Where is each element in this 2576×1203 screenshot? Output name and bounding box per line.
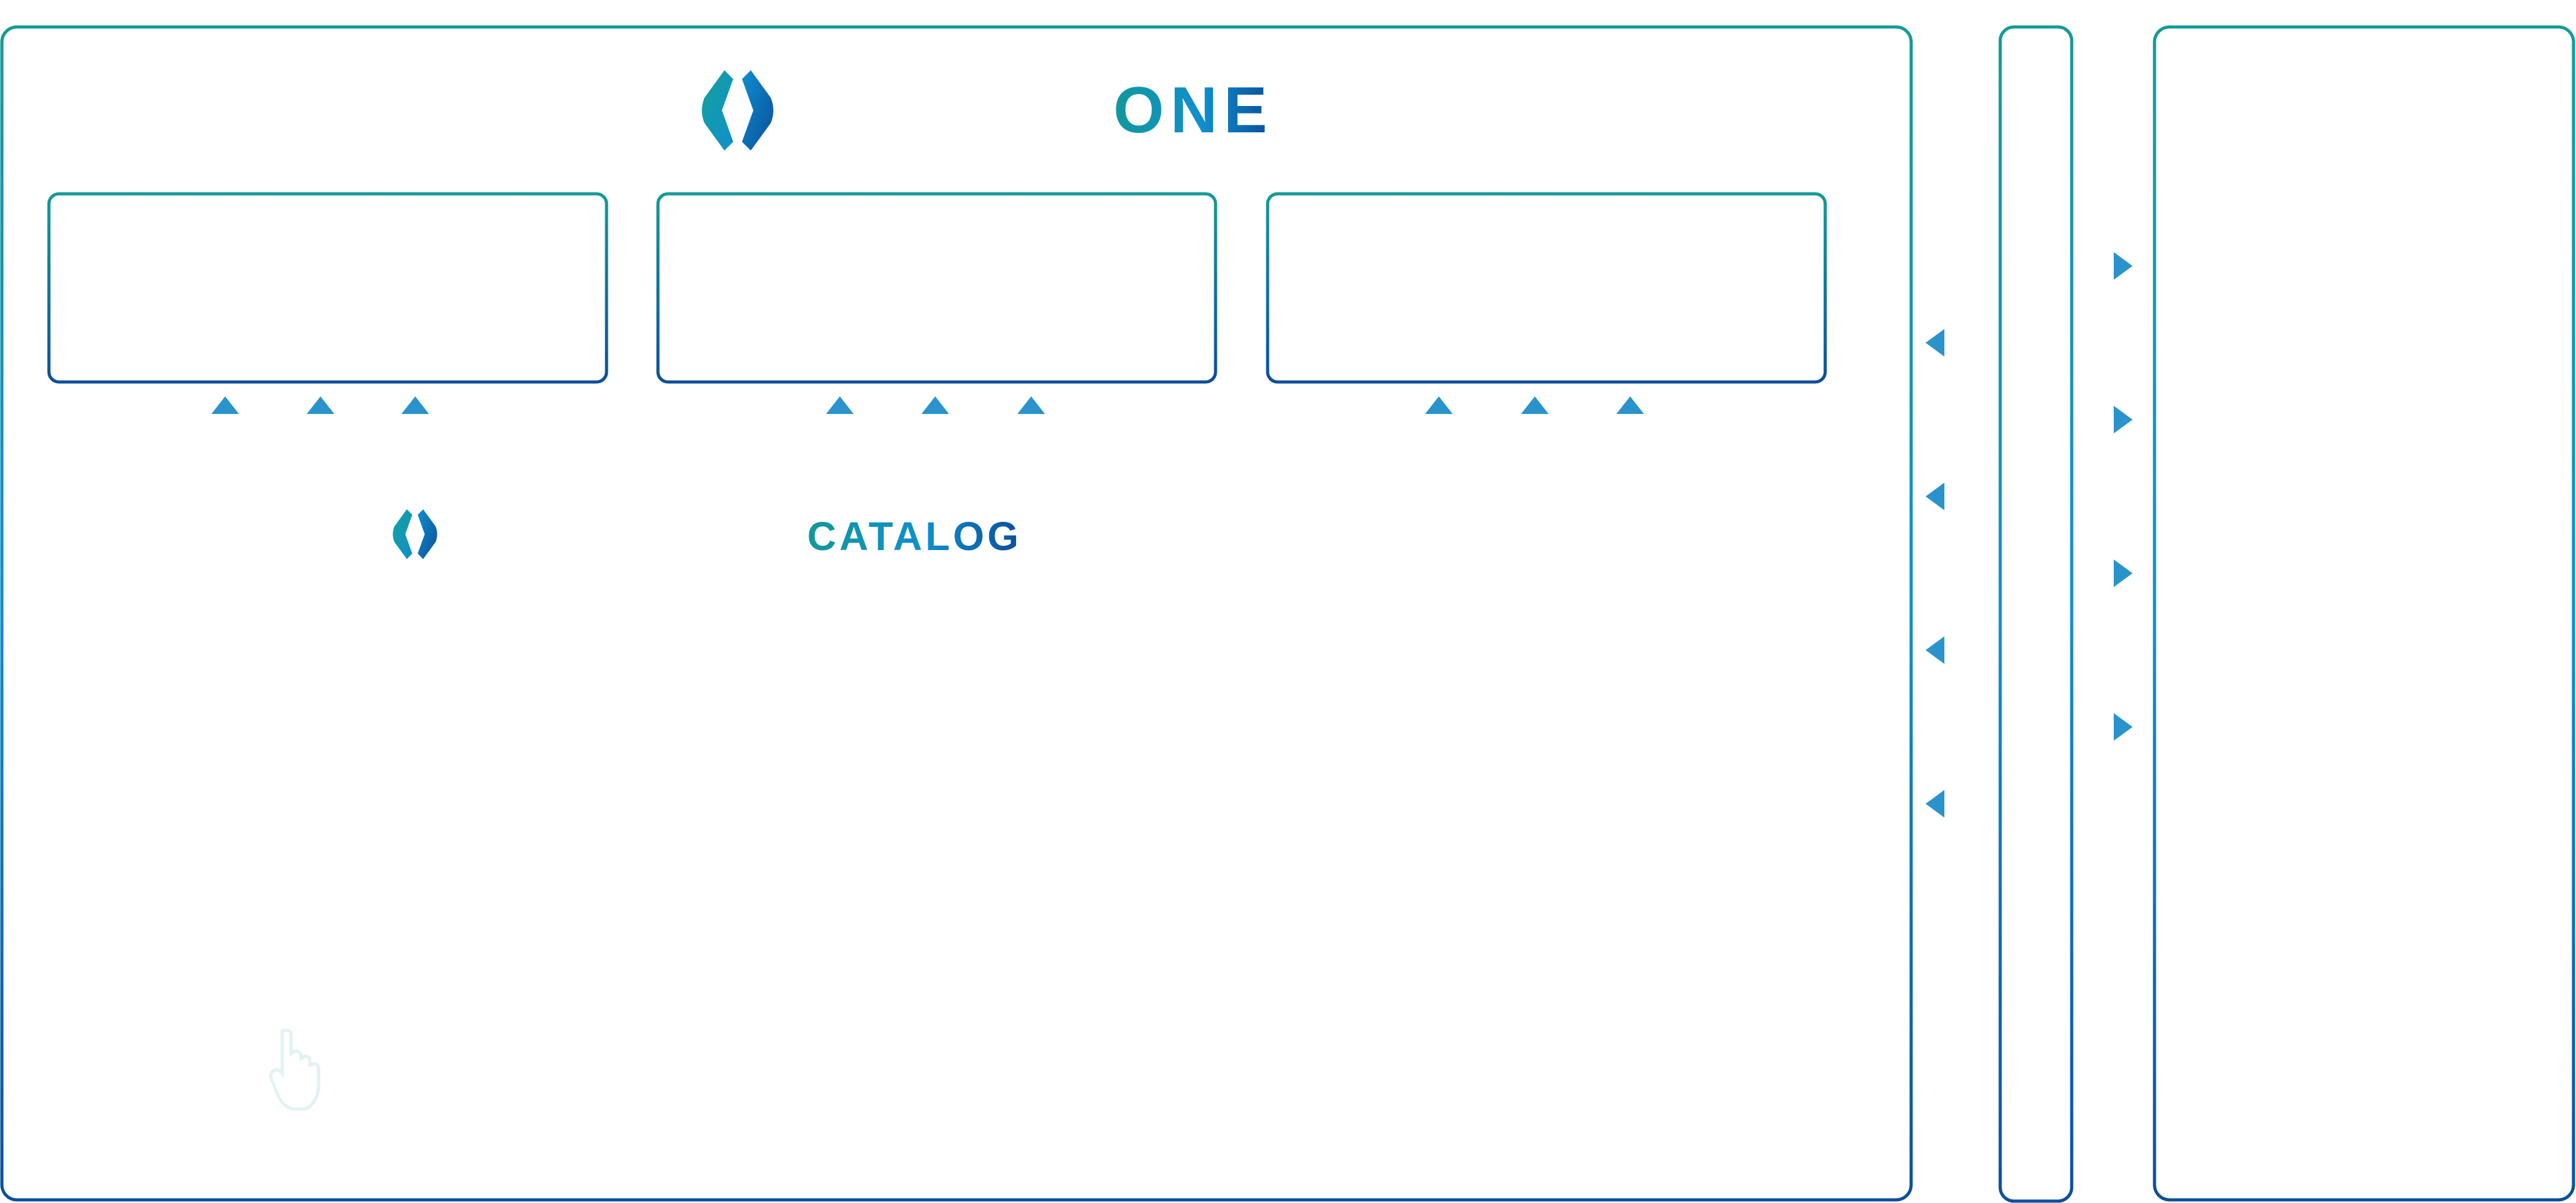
top-wordmark: ONE bbox=[1113, 74, 1273, 147]
flow-arrow-right-head bbox=[2114, 252, 2133, 280]
flow-arrow-left-head bbox=[1926, 329, 1944, 357]
up-arrow-head bbox=[1521, 396, 1549, 414]
up-arrow-head bbox=[1017, 396, 1045, 414]
up-arrow-head bbox=[1425, 396, 1453, 414]
chevron-pair-logo-icon bbox=[393, 509, 437, 559]
lower-wordmark: CATALOG bbox=[807, 514, 1022, 559]
module-box-1 bbox=[47, 192, 608, 384]
up-arrow-head bbox=[211, 396, 239, 414]
flow-arrows bbox=[1926, 252, 2133, 818]
connector-bar bbox=[1998, 25, 2074, 1203]
main-platform-frame bbox=[0, 25, 1913, 1202]
flow-arrow-right-head bbox=[2114, 406, 2133, 433]
flow-arrow-right-head bbox=[2114, 713, 2133, 741]
up-arrow-head bbox=[307, 396, 334, 414]
up-arrow-head bbox=[401, 396, 429, 414]
up-arrow-head bbox=[921, 396, 949, 414]
flow-arrow-right-head bbox=[2114, 559, 2133, 587]
module-up-arrows bbox=[211, 396, 1644, 464]
external-system-panel bbox=[2153, 25, 2575, 1202]
module-box-2 bbox=[656, 192, 1217, 384]
chevron-pair-logo-icon bbox=[702, 70, 773, 151]
hand-pointer-icon bbox=[269, 1028, 321, 1111]
up-arrow-head bbox=[826, 396, 854, 414]
flow-arrow-left-head bbox=[1926, 482, 1944, 511]
flow-arrow-left-head bbox=[1926, 636, 1944, 664]
up-arrow-head bbox=[1616, 396, 1644, 414]
flow-arrow-left-head bbox=[1926, 790, 1944, 818]
module-box-3 bbox=[1266, 192, 1827, 384]
